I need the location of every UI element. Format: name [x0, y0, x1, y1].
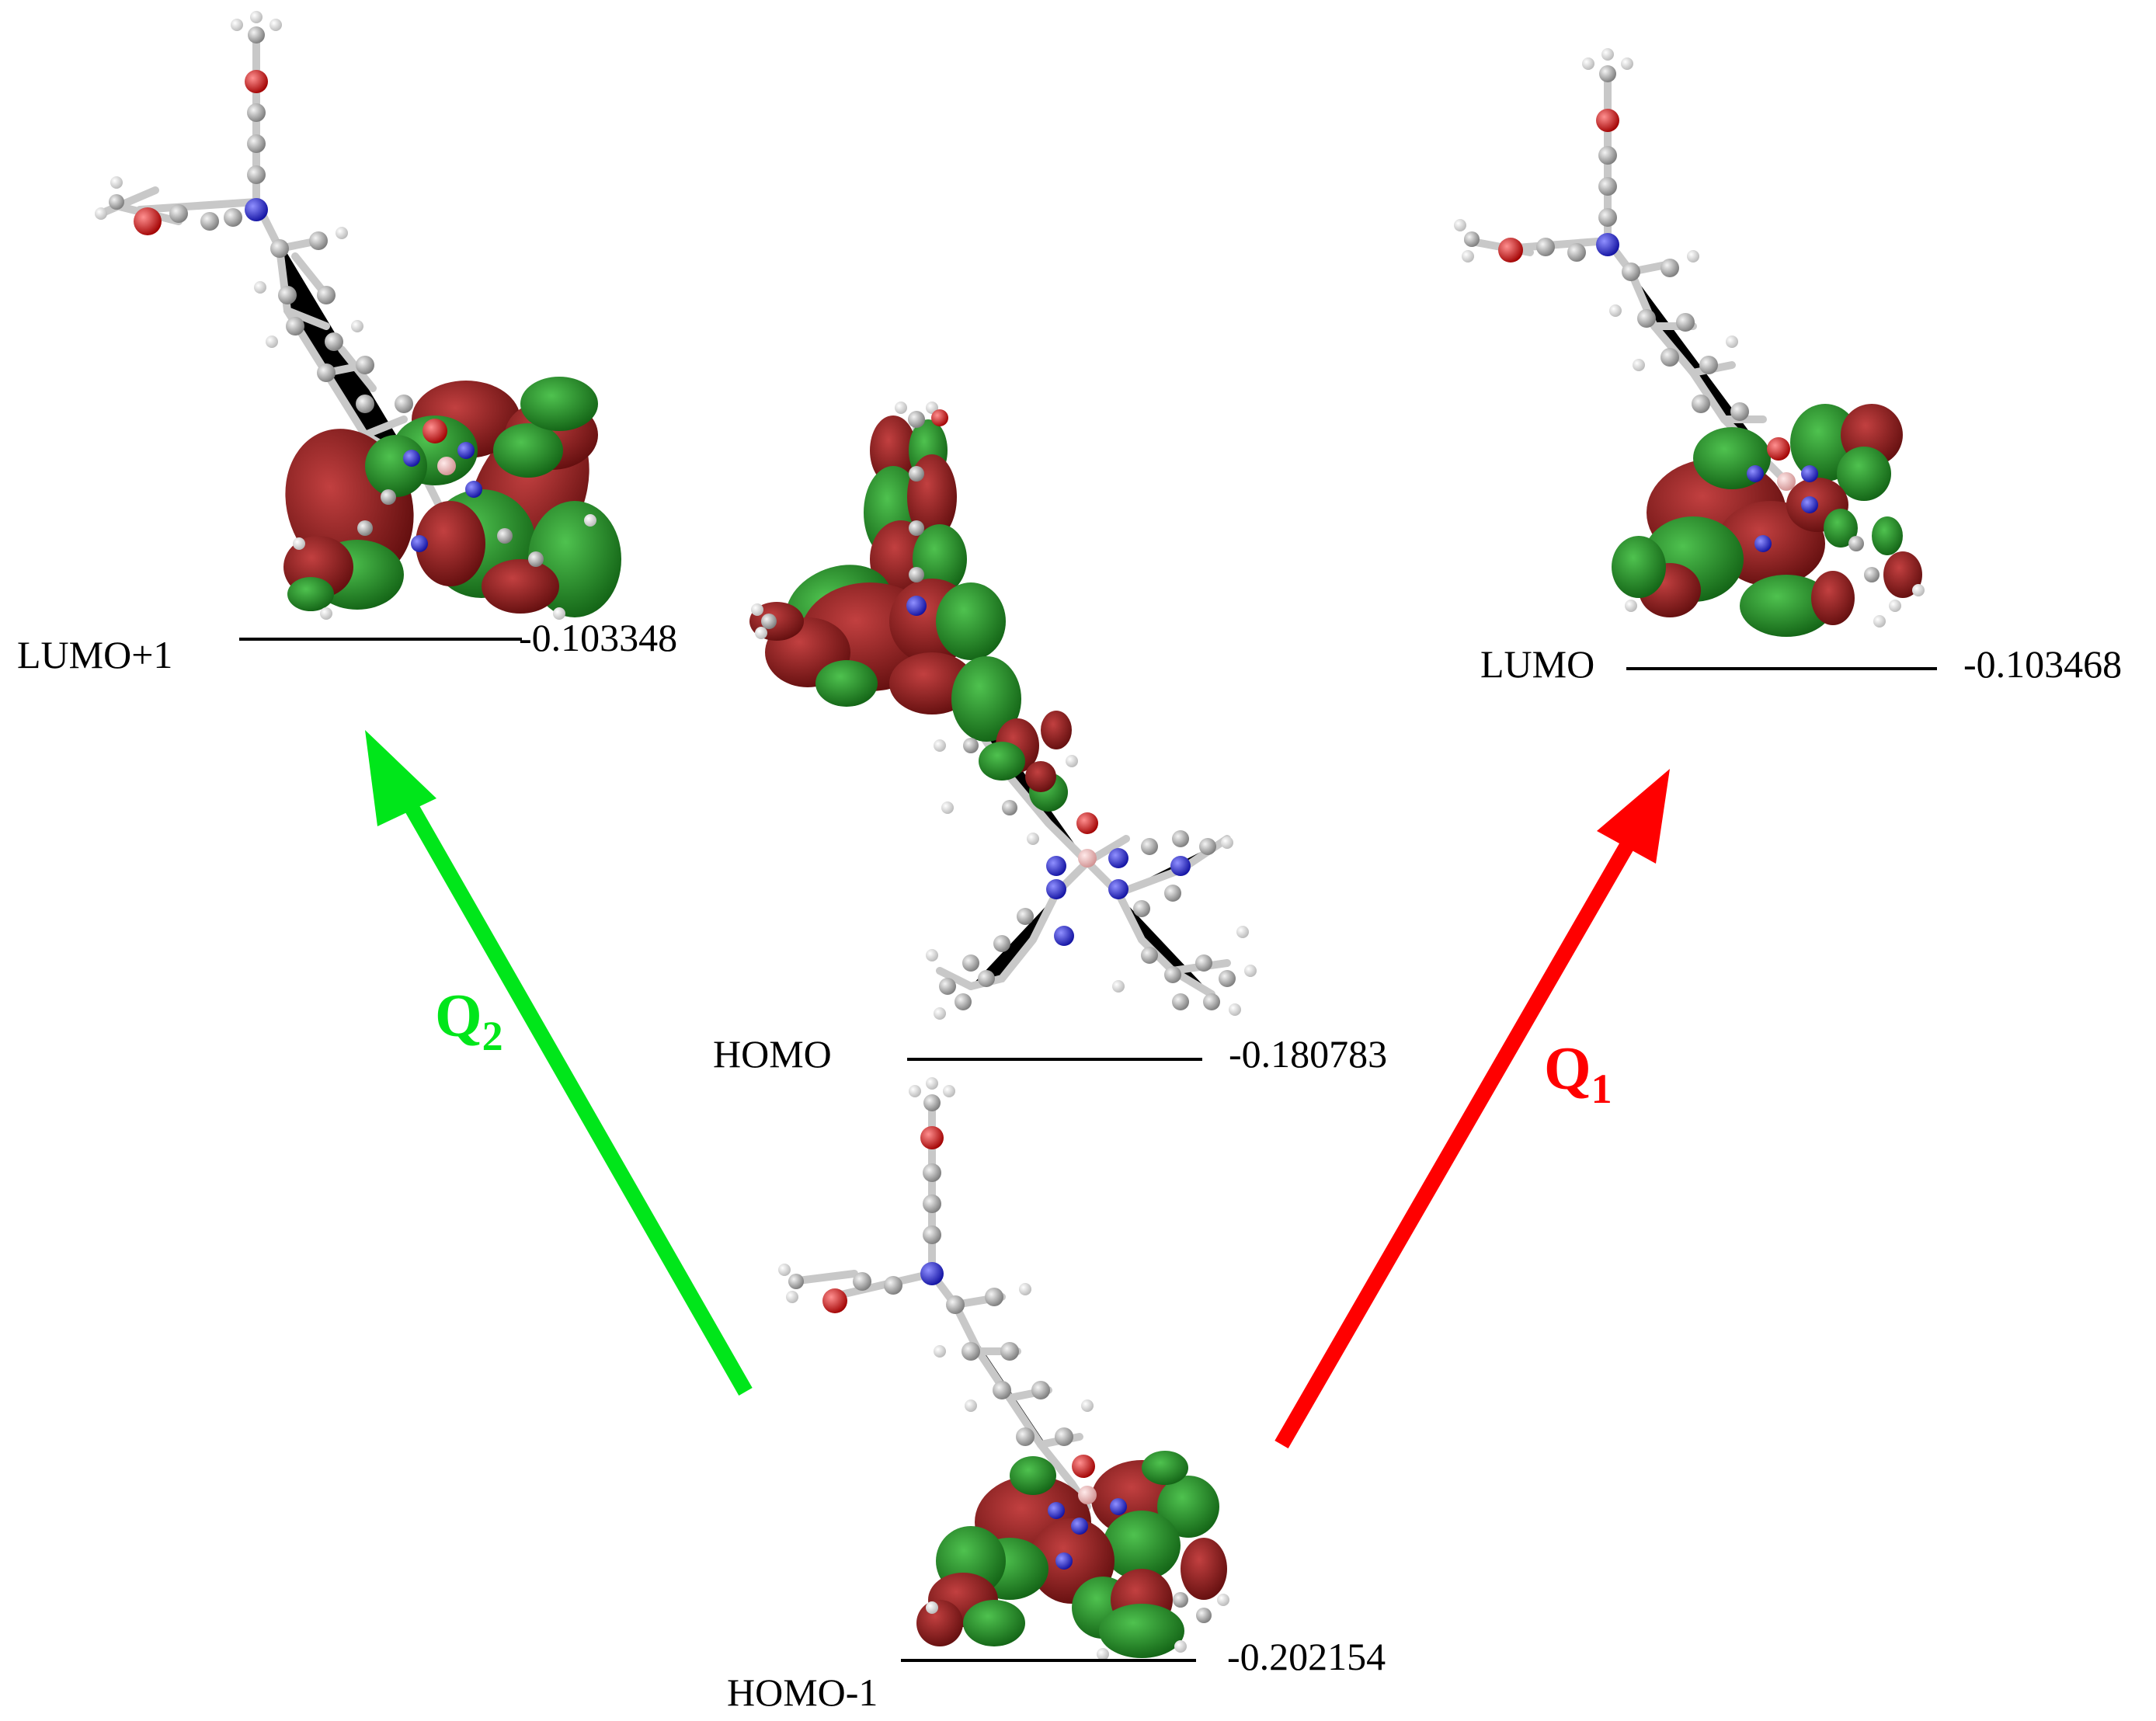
level-label-homo: HOMO [713, 1032, 832, 1076]
lumo-plus-1-atoms [95, 11, 596, 620]
homo-atoms [751, 402, 1257, 1020]
level-label-lumo-plus-1: LUMO+1 [17, 633, 172, 676]
q1-arrow-shaft [1274, 835, 1638, 1448]
level-energy-lumo: -0.103468 [1963, 642, 2122, 686]
transition-label-q2: Q2 [435, 982, 503, 1059]
lumo-plus-1-lobes [283, 377, 621, 617]
q2-arrow-shaft [405, 804, 753, 1396]
q2-arrow-head [365, 730, 436, 826]
transition-arrow-q1 [1274, 769, 1670, 1448]
homo-minus-1-orbital-plot [778, 1077, 1229, 1660]
homo-lobes [749, 415, 1072, 812]
lumo-atoms [1454, 48, 1925, 628]
level-energy-lumo-plus-1: -0.103348 [519, 616, 677, 659]
lumo-orbital-plot [1454, 48, 1925, 637]
transition-label-q1: Q1 [1544, 1034, 1612, 1112]
level-energy-homo-minus-1: -0.202154 [1227, 1635, 1386, 1678]
lumo-plus-1-orbital-plot [95, 11, 621, 620]
homo-orbital-plot [749, 402, 1257, 1020]
level-energy-homo: -0.180783 [1229, 1032, 1387, 1076]
level-label-homo-minus-1: HOMO-1 [727, 1671, 878, 1714]
homo-minus-1-atoms [778, 1077, 1229, 1660]
transition-arrow-q2 [365, 730, 753, 1396]
level-label-lumo: LUMO [1480, 642, 1594, 686]
q1-arrow-head [1597, 769, 1670, 864]
lumo-lobes [1612, 404, 1922, 637]
